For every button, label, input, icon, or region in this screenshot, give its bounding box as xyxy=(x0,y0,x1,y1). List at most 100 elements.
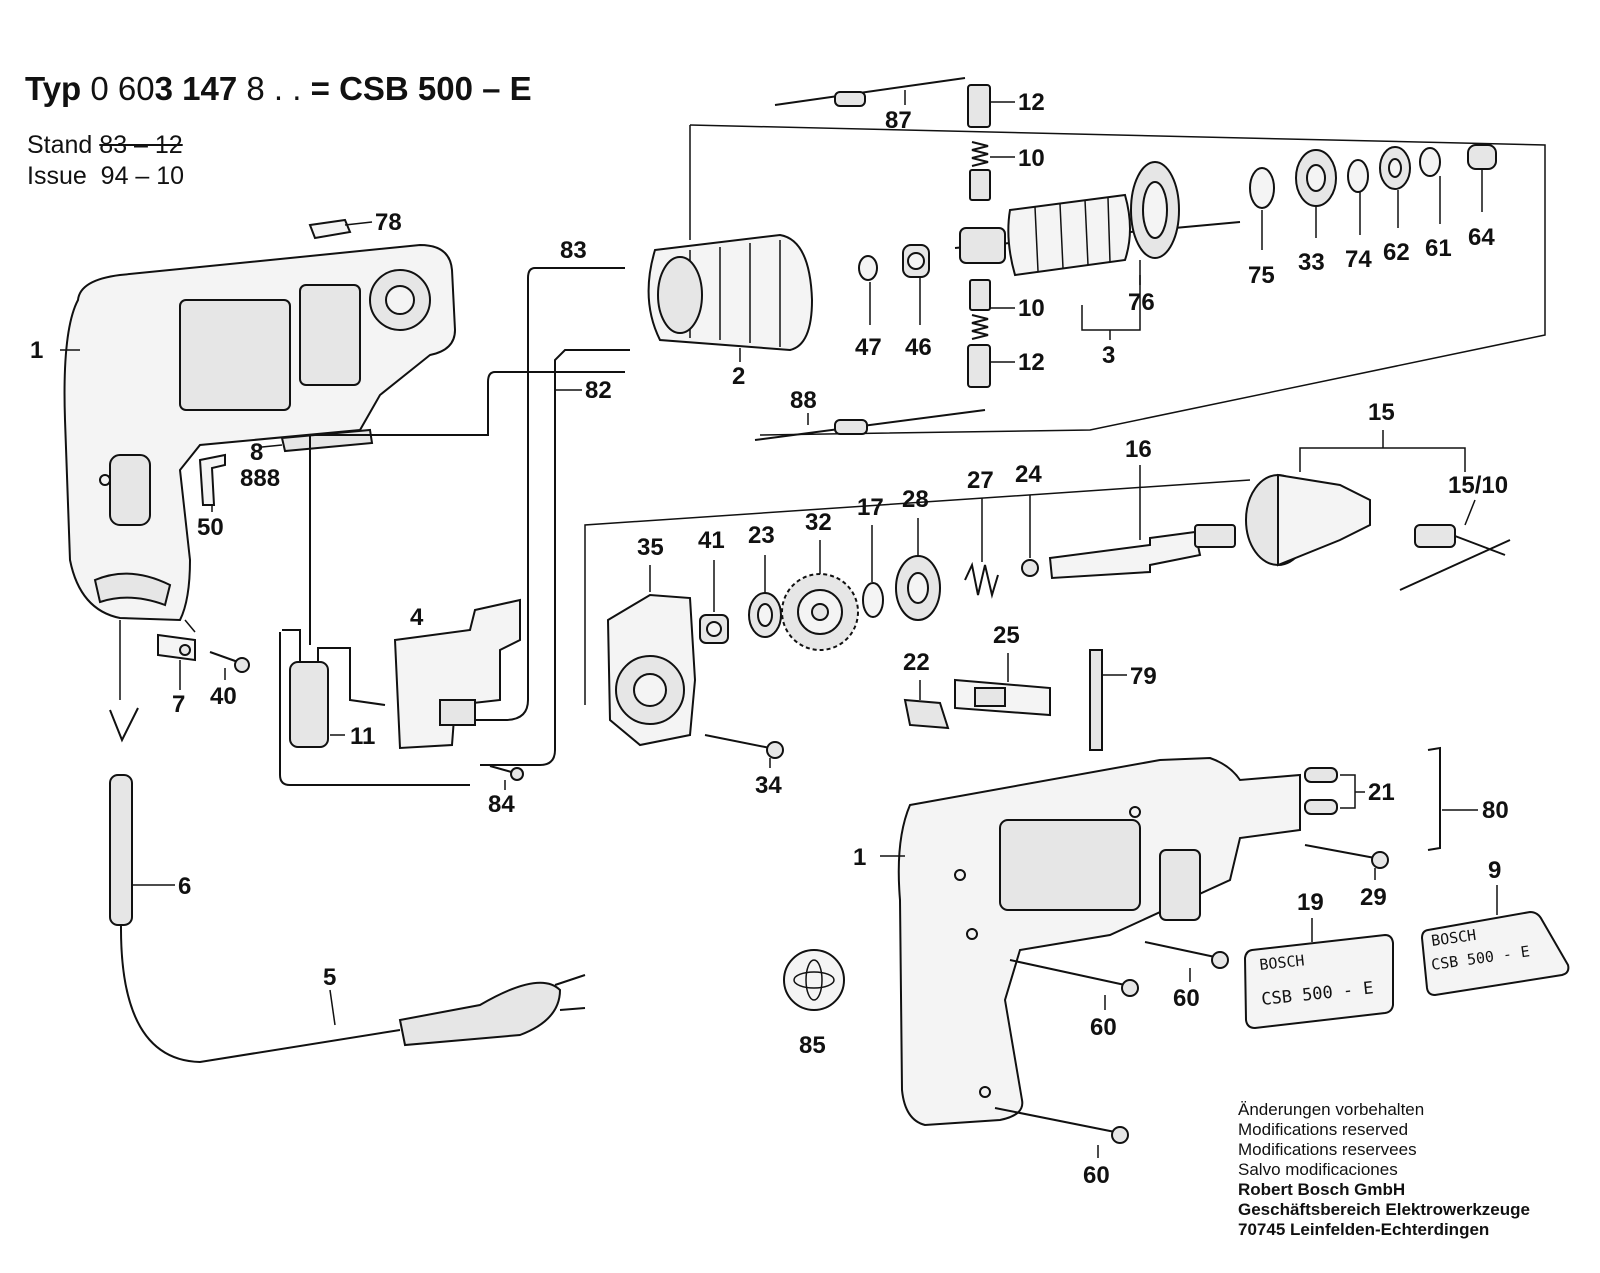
typ-number-b: 3 147 xyxy=(154,70,238,107)
label-part-33: 33 xyxy=(1298,249,1325,276)
label-part-60-a: 60 xyxy=(1090,1014,1117,1041)
label-part-32: 32 xyxy=(805,509,832,536)
label-part-87: 87 xyxy=(885,107,912,134)
part-80-bracket xyxy=(1427,746,1441,851)
label-part-24: 24 xyxy=(1015,461,1042,488)
part-28-ball-bearing xyxy=(895,555,941,621)
part-10-carbon-brush-top xyxy=(969,141,991,201)
label-part-88: 88 xyxy=(790,387,817,414)
label-part-10-bottom: 10 xyxy=(1018,295,1045,322)
part-12-brush-holder-bottom xyxy=(967,344,991,388)
footer-address: 70745 Leinfelden-Echterdingen xyxy=(1238,1220,1490,1239)
stand-value: 83 – 12 xyxy=(99,131,183,159)
part-7-cable-clamp xyxy=(157,633,196,662)
label-part-1-right: 1 xyxy=(853,844,866,871)
part-21-pins xyxy=(1304,767,1338,815)
label-part-50: 50 xyxy=(197,514,224,541)
label-part-79: 79 xyxy=(1130,663,1157,690)
part-3-armature xyxy=(954,161,1241,277)
label-part-61: 61 xyxy=(1425,235,1452,262)
part-78-plate xyxy=(308,218,352,240)
part-40-screw xyxy=(209,651,250,673)
label-part-41: 41 xyxy=(698,527,725,554)
part-61-ring xyxy=(1419,147,1441,177)
label-part-11: 11 xyxy=(350,723,375,750)
label-part-34: 34 xyxy=(755,772,782,799)
label-part-74: 74 xyxy=(1345,246,1372,273)
model-name: CSB 500 – E xyxy=(339,70,532,107)
label-part-6: 6 xyxy=(178,873,191,900)
part-75-circlip xyxy=(1249,167,1275,209)
part-60-screw-c xyxy=(994,1107,1129,1144)
part-84-screw xyxy=(489,765,524,781)
label-part-46: 46 xyxy=(905,334,932,361)
part-11-capacitor xyxy=(282,629,386,748)
part-74-shim xyxy=(1347,159,1369,193)
label-part-17: 17 xyxy=(857,494,884,521)
label-part-4: 4 xyxy=(410,604,424,631)
housing-half-left xyxy=(63,243,457,622)
label-part-9: 9 xyxy=(1488,857,1501,884)
part-87-suppressor-lead xyxy=(774,77,966,107)
part-64-sleeve xyxy=(1467,144,1497,170)
label-part-12-bottom: 12 xyxy=(1018,349,1045,376)
part-47-washer xyxy=(858,255,878,281)
part-5-mains-plug xyxy=(398,974,586,1047)
part-9-nameplate: BOSCH CSB 500 - E xyxy=(1420,910,1570,997)
label-part-62: 62 xyxy=(1383,239,1410,266)
label-part-85: 85 xyxy=(799,1032,826,1059)
stand-label: Stand xyxy=(27,131,93,159)
label-part-15-10: 15/10 xyxy=(1448,472,1508,499)
part-85-sticker xyxy=(783,949,845,1011)
label-part-5: 5 xyxy=(323,964,336,991)
label-part-60-c: 60 xyxy=(1083,1162,1110,1189)
part-17-circlip xyxy=(862,582,884,618)
diagram-header: Typ 0 603 147 8 . . = CSB 500 – E xyxy=(25,70,532,108)
issue-label: Issue xyxy=(27,162,87,190)
label-part-21: 21 xyxy=(1368,779,1395,806)
label-part-3: 3 xyxy=(1102,342,1115,369)
label-part-28: 28 xyxy=(902,486,929,513)
part-27-spring xyxy=(964,561,999,599)
equals-sign: = xyxy=(310,70,330,107)
part-4-switch xyxy=(393,598,521,750)
plate-19-brand: BOSCH xyxy=(1259,951,1306,974)
part-22-insulation xyxy=(903,698,950,730)
typ-label: Typ xyxy=(25,70,82,107)
part-35-gear-housing xyxy=(606,593,697,747)
label-part-19: 19 xyxy=(1297,889,1324,916)
typ-number-c: 8 . . xyxy=(246,70,302,107)
part-46-bearing xyxy=(902,244,930,278)
label-part-16: 16 xyxy=(1125,436,1152,463)
label-part-888: 888 xyxy=(240,465,280,492)
label-part-7: 7 xyxy=(172,691,185,718)
part-62-bearing-ring xyxy=(1379,146,1411,190)
part-32-gear xyxy=(781,573,859,651)
label-part-27: 27 xyxy=(967,467,994,494)
label-part-1-left: 1 xyxy=(30,337,43,364)
part-15-drill-chuck xyxy=(1245,473,1371,567)
part-24-ball xyxy=(1021,559,1039,577)
label-part-78: 78 xyxy=(375,209,402,236)
label-part-64: 64 xyxy=(1468,224,1495,251)
part-50-clip xyxy=(198,453,226,506)
label-part-80: 80 xyxy=(1482,797,1509,824)
footer-line-4: Salvo modificaciones xyxy=(1238,1160,1398,1179)
footer-line-3: Modifications reservees xyxy=(1238,1140,1417,1159)
part-12-brush-holder-top xyxy=(967,84,991,128)
label-part-76: 76 xyxy=(1128,289,1155,316)
label-part-40: 40 xyxy=(210,683,237,710)
label-part-84: 84 xyxy=(488,791,515,818)
part-79-rod xyxy=(1089,649,1103,751)
label-part-23: 23 xyxy=(748,522,775,549)
footer-line-1: Änderungen vorbehalten xyxy=(1238,1100,1425,1119)
label-part-29: 29 xyxy=(1360,884,1387,911)
label-part-75: 75 xyxy=(1248,262,1275,289)
label-part-12-top: 12 xyxy=(1018,89,1045,116)
wire-harness xyxy=(279,267,630,786)
part-29-screw xyxy=(1304,844,1389,869)
part-19-nameplate: BOSCH CSB 500 - E xyxy=(1243,933,1394,1030)
part-60-screw-b xyxy=(1144,941,1229,969)
part-33-ball-bearing xyxy=(1295,149,1337,207)
